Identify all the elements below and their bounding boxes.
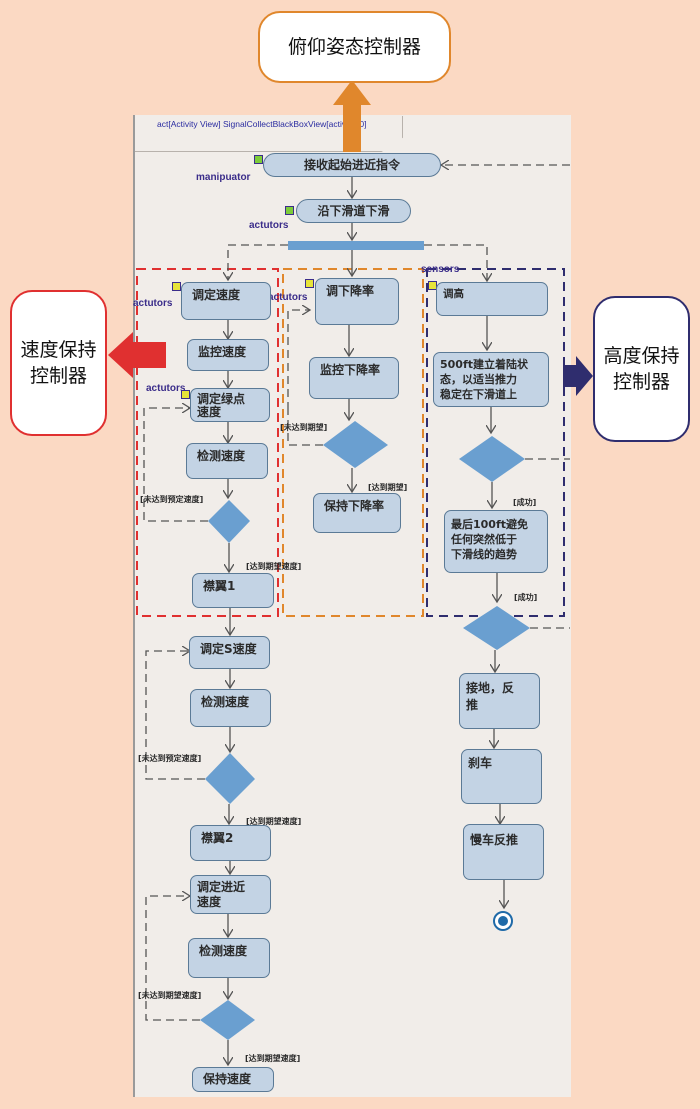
node-avoid-sink-below-glideslope[interactable]: 最后100ft避免 任何突然低于 下滑线的趋势 xyxy=(444,510,548,573)
node-hold-descent-rate[interactable]: 保持下降率 xyxy=(313,493,401,533)
diagram-frame-title: act[Activity View] SignalCollectBlackBox… xyxy=(157,119,367,129)
input-pin-icon xyxy=(172,282,181,291)
node-establish-landing-state-line3: 稳定在下滑道上 xyxy=(440,388,517,401)
node-set-green-dot-speed-line1: 调定绿点 xyxy=(197,392,246,406)
role-sensors: sensors xyxy=(421,264,460,275)
node-check-speed-1[interactable]: 检测速度 xyxy=(186,443,268,479)
node-receive-start-approach[interactable]: 接收起始进近指令 xyxy=(263,153,441,177)
node-set-s-speed[interactable]: 调定S速度 xyxy=(189,636,270,669)
input-pin-icon xyxy=(181,390,190,399)
guard-not-expected-speed-3: [未达到期望速度] xyxy=(138,991,202,1000)
node-monitor-descent-rate[interactable]: 监控下降率 xyxy=(309,357,399,399)
node-touchdown-reverse-line1: 接地，反 xyxy=(466,681,515,695)
input-pin-icon xyxy=(285,206,294,215)
node-touchdown-reverse[interactable]: 接地，反 推 xyxy=(459,673,540,729)
node-set-approach-speed-line2: 速度 xyxy=(197,895,222,909)
input-pin-icon xyxy=(305,279,314,288)
role-manipulator: manipuator xyxy=(196,172,251,183)
guard-success-1: [成功] xyxy=(513,498,537,507)
node-set-green-dot-speed[interactable]: 调定绿点 速度 xyxy=(190,388,270,422)
node-idle-reverse[interactable]: 慢车反推 xyxy=(463,824,544,880)
speed-hold-controller-label-line1: 速度保持 xyxy=(20,339,97,361)
guard-reached-expected-speed-3: [达到期望速度] xyxy=(245,1054,301,1063)
node-set-green-dot-speed-line2: 速度 xyxy=(197,405,222,419)
role-actutors-descent: actutors xyxy=(268,292,308,303)
activity-final-node xyxy=(493,911,513,931)
node-avoid-sink-line3: 下滑线的趋势 xyxy=(451,548,517,561)
node-touchdown-reverse-line2: 推 xyxy=(466,698,479,712)
node-glide-down[interactable]: 沿下滑道下滑 xyxy=(296,199,411,223)
pitch-attitude-controller-callout: 俯仰姿态控制器 xyxy=(258,11,451,83)
node-avoid-sink-line1: 最后100ft避免 xyxy=(451,518,529,531)
input-pin-icon xyxy=(254,155,263,164)
altitude-hold-controller-label-line1: 高度保持 xyxy=(603,345,680,367)
node-establish-landing-state-line1: 500ft建立着陆状 xyxy=(440,358,529,371)
role-actutors-glide: actutors xyxy=(249,220,289,231)
node-establish-landing-state[interactable]: 500ft建立着陆状 态，以适当推力 稳定在下滑道上 xyxy=(433,352,549,407)
node-adjust-altitude[interactable]: 调高 xyxy=(436,282,548,316)
role-actutors-speed: actutors xyxy=(133,298,173,309)
guard-reached-expected-speed-1: [达到期望速度] xyxy=(246,562,302,571)
node-set-descent-rate[interactable]: 调下降率 xyxy=(315,278,399,325)
node-check-speed-3[interactable]: 检测速度 xyxy=(188,938,270,978)
speed-hold-controller-callout: 速度保持 控制器 xyxy=(10,290,107,436)
speed-hold-controller-label-line2: 控制器 xyxy=(29,365,87,387)
altitude-hold-controller-label-line2: 控制器 xyxy=(612,371,670,393)
guard-success-2: [成功] xyxy=(514,593,538,602)
node-flap-1[interactable]: 襟翼1 xyxy=(192,573,274,608)
guard-not-target-speed-1: [未达到预定速度] xyxy=(140,495,204,504)
node-check-speed-2[interactable]: 检测速度 xyxy=(190,689,271,727)
node-establish-landing-state-line2: 态，以适当推力 xyxy=(440,373,517,386)
guard-not-target-speed-2: [未达到预定速度] xyxy=(138,754,202,763)
node-hold-speed[interactable]: 保持速度 xyxy=(192,1067,274,1092)
role-actutors-green-speed: actutors xyxy=(146,383,186,394)
node-brake[interactable]: 刹车 xyxy=(461,749,542,804)
guard-reached-expected-speed-2: [达到期望速度] xyxy=(246,817,302,826)
node-monitor-speed[interactable]: 监控速度 xyxy=(187,339,269,371)
node-avoid-sink-line2: 任何突然低于 xyxy=(451,533,517,546)
altitude-hold-controller-callout: 高度保持 控制器 xyxy=(593,296,690,442)
node-set-speed[interactable]: 调定速度 xyxy=(181,282,271,320)
guard-not-expected-descent: [未达到期望] xyxy=(280,423,328,432)
node-flap-2[interactable]: 襟翼2 xyxy=(190,825,271,861)
node-set-approach-speed[interactable]: 调定进近 速度 xyxy=(190,875,271,914)
fork-bar xyxy=(288,241,424,250)
guard-reached-expected-descent: [达到期望] xyxy=(368,483,408,492)
node-set-approach-speed-line1: 调定进近 xyxy=(197,880,246,894)
pitch-attitude-controller-label: 俯仰姿态控制器 xyxy=(287,36,421,58)
